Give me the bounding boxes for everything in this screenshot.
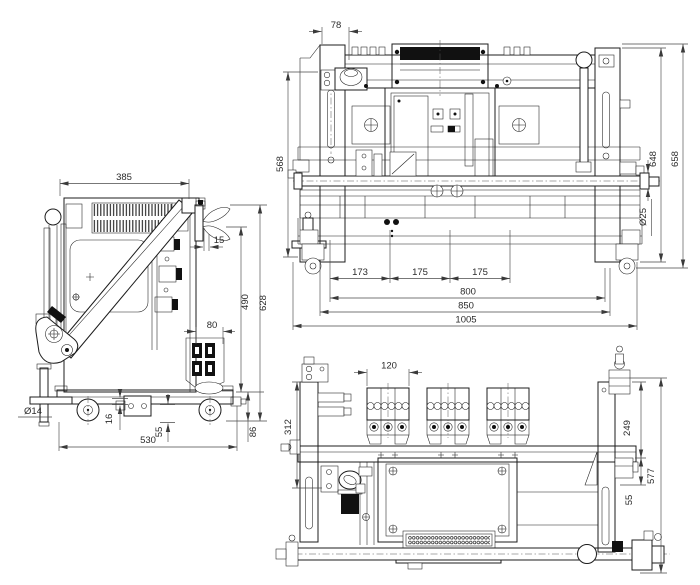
side-view: 385 15 490 628 80 Ø14 16 55 (18, 172, 269, 451)
wheel (198, 396, 222, 425)
dim-front-658: 658 (670, 151, 681, 167)
dim-bottom-577: 577 (646, 468, 657, 484)
dim-front-78: 78 (331, 20, 342, 31)
bottom-dimensions: 120 312 249 55 577 (283, 361, 667, 574)
base-bracket (123, 395, 152, 417)
dim-side-530: 530 (140, 435, 156, 446)
dim-side-55: 55 (154, 427, 165, 438)
dim-side-490: 490 (240, 294, 251, 310)
front-view: 78 568 648 658 Ø25 173 175 175 800 (275, 20, 688, 330)
grounding-pin (29, 363, 73, 427)
dim-front-dia25: Ø25 (638, 208, 649, 226)
side-dimensions: 385 15 490 628 80 Ø14 16 55 (18, 172, 269, 451)
dim-side-dia14: Ø14 (24, 406, 42, 417)
wheel (76, 396, 100, 425)
dim-bottom-312: 312 (283, 419, 294, 435)
dim-front-648: 648 (648, 151, 659, 167)
dim-bottom-120: 120 (381, 361, 397, 372)
front-dimensions: 78 568 648 658 Ø25 173 175 175 800 (275, 20, 688, 330)
dim-side-15: 15 (214, 235, 225, 246)
dim-front-1005: 1005 (455, 315, 476, 326)
charging-motor (320, 465, 363, 514)
right-frame-panel (594, 47, 621, 263)
dim-front-800: 800 (460, 287, 476, 298)
dim-front-175b: 175 (472, 267, 488, 278)
bottom-view: 120 312 249 55 577 (275, 345, 670, 574)
aux-contact-blocks (185, 337, 225, 395)
lifting-lug (320, 67, 368, 91)
dim-front-175a: 175 (412, 267, 428, 278)
dim-bottom-249: 249 (622, 420, 633, 436)
terminal-tabs (351, 46, 531, 56)
dim-side-86: 86 (248, 427, 259, 438)
handle-ball (44, 208, 62, 226)
dim-side-385: 385 (116, 172, 132, 183)
racking-handle (575, 51, 593, 173)
breaker-underside (377, 457, 518, 543)
dim-front-568: 568 (275, 156, 286, 172)
contact-fingers (194, 197, 231, 242)
dim-front-850: 850 (458, 301, 474, 312)
dim-side-80: 80 (207, 320, 218, 331)
dim-side-16: 16 (104, 414, 115, 425)
interlock-latch (35, 306, 79, 364)
dim-side-628: 628 (258, 295, 269, 311)
dim-bottom-55: 55 (624, 495, 635, 506)
contact-cluster-groups (366, 383, 530, 445)
dim-front-173: 173 (352, 267, 368, 278)
left-frame-panel (319, 44, 346, 263)
